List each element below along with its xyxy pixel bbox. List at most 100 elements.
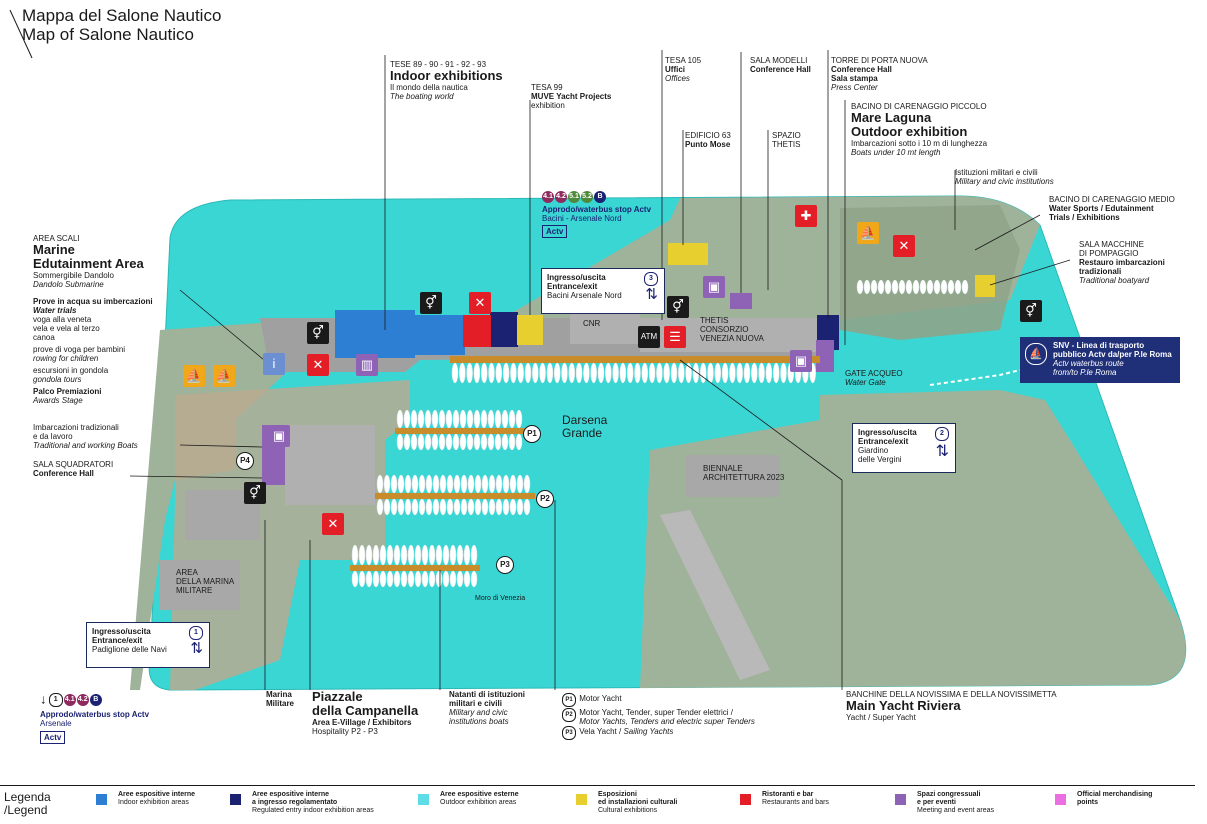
sailing-icon[interactable]: ⛵	[183, 365, 205, 387]
edificio63-label: EDIFICIO 63 Punto Mose	[685, 131, 731, 149]
boat	[438, 409, 446, 429]
boat	[466, 433, 474, 451]
restaurant-icon[interactable]: ✕	[307, 354, 329, 376]
boat	[905, 279, 913, 295]
boat	[452, 409, 460, 429]
gate-tower	[816, 340, 834, 372]
p2-key-icon: P2	[562, 708, 576, 722]
boat	[459, 362, 466, 384]
boat	[383, 474, 391, 494]
restroom-icon[interactable]: ⚥	[1020, 300, 1042, 322]
restaurant-icon[interactable]: ✕	[322, 513, 344, 535]
pin-p4[interactable]: P4	[236, 452, 254, 470]
tesa99-block	[517, 315, 543, 345]
prove-l3: canoa	[33, 333, 55, 342]
legend-divider	[0, 785, 1195, 786]
boat	[438, 433, 446, 451]
tesa99-title: MUVE Yacht Projects	[531, 92, 612, 101]
legend-item-it: Aree espositive interne	[118, 791, 196, 798]
torre-sub-en: Press Center	[831, 83, 878, 92]
natanti-l1: Natanti di istituzioni	[449, 690, 525, 699]
bacino-piccolo-sub-en: Boats under 10 mt length	[851, 148, 941, 157]
entrance-2-number: 2	[935, 427, 949, 441]
boat	[410, 433, 418, 451]
restroom-icon[interactable]: ⚥	[307, 322, 329, 344]
windsurf-icon[interactable]: ⛵	[213, 365, 235, 387]
ticket-icon[interactable]: ☰	[664, 326, 686, 348]
boat	[411, 498, 419, 516]
atm-icon[interactable]: ATM	[638, 326, 660, 348]
pin-p3[interactable]: P3	[496, 556, 514, 574]
boat	[446, 474, 454, 494]
boat	[699, 362, 707, 384]
entrance-1[interactable]: Ingresso/uscita Entrance/exit Padiglione…	[86, 622, 210, 668]
area-scali-title2: Edutainment Area	[33, 256, 144, 271]
restaurant-icon[interactable]: ✕	[469, 292, 491, 314]
boat	[863, 279, 871, 295]
boat	[425, 498, 433, 516]
conference-icon[interactable]: ▣	[790, 350, 812, 372]
torre-label: TORRE DI PORTA NUOVA Conference Hall Sal…	[831, 56, 928, 92]
pin-p1[interactable]: P1	[523, 425, 541, 443]
merchandising-icon[interactable]: ▥	[356, 354, 378, 376]
restroom-icon[interactable]: ⚥	[244, 482, 266, 504]
boat	[508, 433, 516, 451]
p1-key-text: Motor Yacht	[579, 694, 622, 703]
boat	[583, 362, 590, 384]
boat	[487, 433, 495, 451]
darsena-l1: Darsena	[562, 413, 608, 427]
boat	[488, 362, 495, 384]
tesa105-label: TESA 105 Uffici Offices	[665, 56, 701, 83]
natanti-label: Natanti di istituzioni militari e civili…	[449, 690, 525, 726]
conference-icon[interactable]: ▣	[703, 276, 725, 298]
restroom-icon[interactable]: ⚥	[420, 292, 442, 314]
up-down-arrows-icon: ⇅	[645, 286, 658, 303]
snv-route-box[interactable]: ⛵ SNV - Linea di trasporto pubblico Actv…	[1020, 337, 1180, 383]
conference-icon[interactable]: ▣	[268, 425, 290, 447]
boat	[393, 570, 401, 588]
first-aid-icon[interactable]: ✚	[795, 205, 817, 227]
boat	[612, 362, 619, 384]
boat	[459, 433, 467, 451]
sailing-icon[interactable]: ⛵	[857, 222, 879, 244]
boat	[466, 362, 473, 384]
boat	[403, 409, 411, 429]
legend-item-it: Aree espositive esterne	[440, 791, 519, 798]
boat	[523, 498, 531, 516]
boat	[456, 570, 464, 588]
entrance-2[interactable]: Ingresso/uscita Entrance/exit Giardino d…	[852, 423, 956, 473]
tesa99-label: TESA 99 MUVE Yacht Projects exhibition	[531, 83, 611, 110]
boat	[961, 279, 969, 295]
gate-en: Water Gate	[845, 378, 886, 387]
up-down-arrows-icon: ⇅	[190, 640, 203, 657]
info-point-icon[interactable]: i	[263, 353, 285, 375]
biennale-block	[685, 455, 780, 497]
spazio-thetis-label: SPAZIO THETIS	[772, 131, 801, 149]
edificio63-head: EDIFICIO 63	[685, 131, 731, 140]
pin-p2[interactable]: P2	[536, 490, 554, 508]
restaurant-icon[interactable]: ✕	[893, 235, 915, 257]
boat	[678, 362, 685, 384]
bacino-piccolo-head: BACINO DI CARENAGGIO PICCOLO	[851, 102, 987, 111]
map-title-it: Mappa del Salone Nautico	[22, 6, 222, 25]
boat	[940, 279, 948, 295]
boat	[431, 409, 439, 429]
boat	[685, 362, 692, 384]
area-marina-l3: MILITARE	[176, 586, 213, 595]
boat	[765, 362, 773, 384]
restroom-icon[interactable]: ⚥	[667, 296, 689, 318]
boat	[358, 544, 366, 566]
torre-head: TORRE DI PORTA NUOVA	[831, 56, 928, 65]
sala-squadratori-label: SALA SQUADRATORI Conference Hall	[33, 460, 113, 478]
boat	[463, 544, 471, 566]
boat	[561, 362, 568, 384]
biennale-label: BIENNALE ARCHITETTURA 2023	[703, 464, 784, 482]
boat	[480, 409, 488, 429]
boat	[692, 362, 700, 384]
line-badge: 4.1	[63, 694, 76, 706]
entrance-3[interactable]: Ingresso/uscita Entrance/exit Bacini Ars…	[541, 268, 665, 314]
boat	[365, 544, 373, 566]
